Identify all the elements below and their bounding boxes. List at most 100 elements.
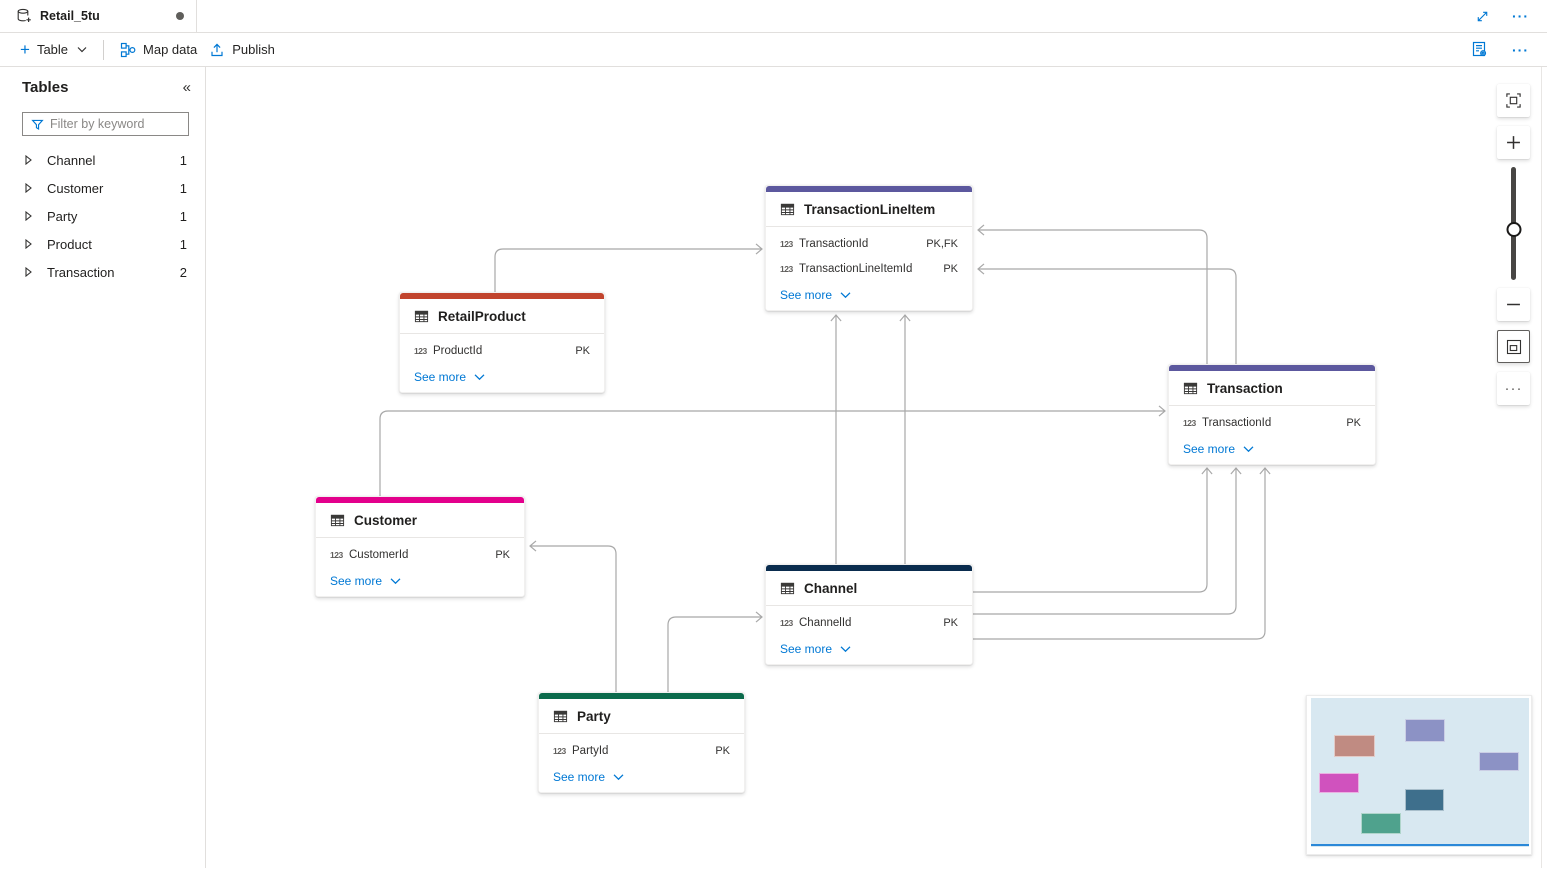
arrowhead-icon — [830, 314, 842, 322]
fit-to-screen-button[interactable] — [1497, 84, 1530, 117]
table-group-count: 1 — [179, 236, 187, 252]
map-data-icon — [120, 42, 136, 58]
toolbar-more-icon[interactable]: ··· — [1512, 41, 1529, 58]
entity-retailproduct[interactable]: RetailProduct 123 ProductId PK See more — [399, 292, 605, 393]
table-group-label: Transaction — [47, 264, 115, 280]
table-group-count: 1 — [179, 208, 187, 224]
entity-customer[interactable]: Customer 123 CustomerId PK See more — [315, 496, 525, 597]
key-badge: PK — [1346, 416, 1361, 429]
sidebar-item-channel[interactable]: Channel 1 — [0, 146, 205, 174]
tables-panel-title: Tables — [22, 79, 69, 96]
zoom-in-button[interactable] — [1497, 126, 1530, 159]
entity-transactionlineitem[interactable]: TransactionLineItem 123 TransactionId PK… — [765, 185, 973, 311]
table-icon — [553, 709, 568, 724]
sidebar-item-party[interactable]: Party 1 — [0, 202, 205, 230]
sidebar-item-customer[interactable]: Customer 1 — [0, 174, 205, 202]
field-row: 123 TransactionId PK,FK — [780, 237, 958, 250]
minimap-toggle-button[interactable] — [1497, 330, 1530, 363]
sidebar-item-product[interactable]: Product 1 — [0, 230, 205, 258]
number-type-icon: 123 — [780, 263, 793, 274]
arrowhead-icon — [1158, 405, 1166, 417]
see-more-link[interactable]: See more — [316, 567, 524, 594]
arrowhead-icon — [1201, 467, 1213, 475]
expand-icon[interactable] — [1475, 9, 1490, 24]
minimap-box-customer — [1319, 773, 1359, 793]
key-badge: PK — [943, 262, 958, 275]
canvas-more-button[interactable]: ··· — [1497, 372, 1530, 405]
number-type-icon: 123 — [780, 238, 793, 249]
edge-transaction-transactionlineitem — [977, 224, 1208, 364]
minimap-viewport-line — [1311, 844, 1529, 846]
see-more-link[interactable]: See more — [539, 763, 744, 790]
key-badge: PK,FK — [926, 237, 958, 250]
minimap[interactable] — [1306, 695, 1532, 855]
tab-more-icon[interactable]: ··· — [1512, 8, 1529, 24]
edge-party-customer — [529, 540, 617, 692]
entity-header[interactable]: Channel — [766, 571, 972, 606]
chevron-down-icon — [77, 46, 87, 53]
see-more-link[interactable]: See more — [1169, 435, 1375, 462]
chevron-down-icon — [474, 370, 485, 384]
entity-color-bar — [766, 186, 972, 192]
edge-customer-transaction — [379, 405, 1166, 496]
map-data-label: Map data — [143, 42, 198, 57]
entity-header[interactable]: RetailProduct — [400, 299, 604, 334]
chevron-down-icon — [390, 574, 401, 588]
key-badge: PK — [715, 744, 730, 757]
arrowhead-icon — [1230, 467, 1242, 475]
entity-color-bar — [1169, 365, 1375, 371]
tab-bar: Retail_5tu ··· — [0, 0, 1547, 33]
add-table-label: Table — [36, 42, 69, 57]
number-type-icon: 123 — [330, 549, 343, 560]
edge-channel-transaction — [973, 467, 1271, 640]
chevron-right-icon — [24, 239, 33, 249]
arrowhead-icon — [977, 263, 985, 275]
plus-icon: + — [20, 40, 30, 59]
field-row: 123 TransactionLineItemId PK — [780, 262, 958, 275]
filter-funnel-icon — [31, 118, 44, 131]
view-settings-icon[interactable] — [1471, 41, 1488, 58]
filter-input[interactable] — [50, 117, 180, 131]
table-icon — [780, 202, 795, 217]
entity-header[interactable]: Customer — [316, 503, 524, 538]
see-more-link[interactable]: See more — [400, 363, 604, 390]
entity-header[interactable]: TransactionLineItem — [766, 192, 972, 227]
diagram-canvas[interactable]: TransactionLineItem 123 TransactionId PK… — [206, 67, 1547, 868]
table-group-count: 2 — [179, 264, 187, 280]
relationship-edges — [379, 224, 1271, 692]
zoom-slider-thumb[interactable] — [1506, 222, 1521, 237]
edge-channel-transactionlineitem — [830, 314, 842, 564]
publish-button[interactable]: Publish — [203, 33, 281, 66]
see-more-link[interactable]: See more — [766, 635, 972, 662]
minimap-box-transactionlineitem — [1405, 719, 1445, 742]
minimap-box-retailproduct — [1334, 735, 1375, 757]
table-group-count: 1 — [179, 152, 187, 168]
entity-transaction[interactable]: Transaction 123 TransactionId PK See mor… — [1168, 364, 1376, 465]
edge-channel-transaction — [973, 467, 1242, 615]
map-data-button[interactable]: Map data — [114, 33, 203, 66]
entity-party[interactable]: Party 123 PartyId PK See more — [538, 692, 745, 793]
zoom-out-button[interactable] — [1497, 288, 1530, 321]
add-table-button[interactable]: + Table — [14, 33, 93, 66]
publish-icon — [209, 42, 225, 58]
entity-channel[interactable]: Channel 123 ChannelId PK See more — [765, 564, 973, 665]
chevron-right-icon — [24, 183, 33, 193]
chevron-down-icon — [840, 642, 851, 656]
canvas-right-divider — [1541, 67, 1542, 868]
tab-retail-5tu[interactable]: Retail_5tu — [0, 0, 197, 32]
chevron-right-icon — [24, 155, 33, 165]
entity-color-bar — [400, 293, 604, 299]
sidebar-item-transaction[interactable]: Transaction 2 — [0, 258, 205, 286]
table-group-label: Party — [47, 208, 78, 224]
arrowhead-icon — [755, 243, 763, 255]
collapse-panel-icon[interactable]: « — [182, 79, 191, 96]
toolbar-divider — [103, 39, 105, 60]
entity-header[interactable]: Party — [539, 699, 744, 734]
filter-box — [22, 112, 189, 136]
see-more-link[interactable]: See more — [766, 281, 972, 308]
zoom-slider — [1497, 167, 1530, 280]
tables-panel: Tables « Channel 1 Customer 1 Party 1 — [0, 67, 206, 868]
entity-header[interactable]: Transaction — [1169, 371, 1375, 406]
database-icon — [16, 8, 32, 24]
edge-retailproduct-transactionlineitem — [494, 243, 763, 292]
